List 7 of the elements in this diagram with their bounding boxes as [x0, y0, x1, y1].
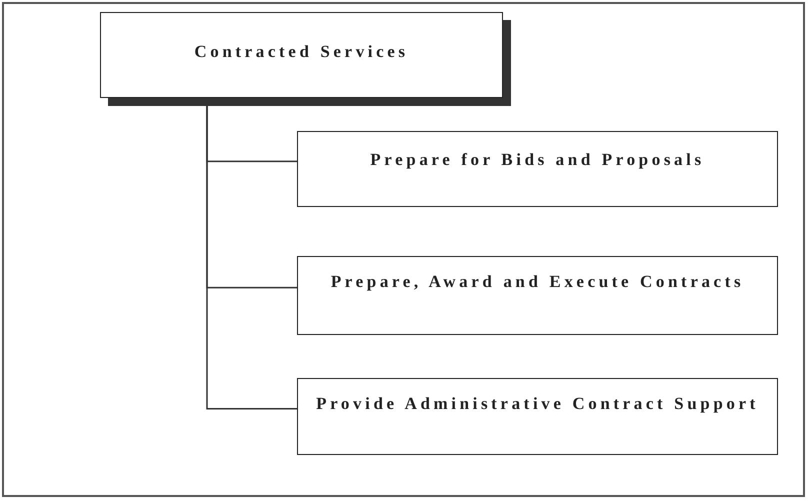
- box-label: Prepare for Bids and Proposals: [369, 149, 706, 171]
- box-label: Contracted Services: [193, 41, 410, 63]
- box-label: Provide Administrative Contract Support: [315, 393, 760, 415]
- process-box: [297, 256, 778, 335]
- process-box: [297, 131, 778, 207]
- process-box: [297, 378, 778, 455]
- box-label: Prepare, Award and Execute Contracts: [330, 271, 746, 293]
